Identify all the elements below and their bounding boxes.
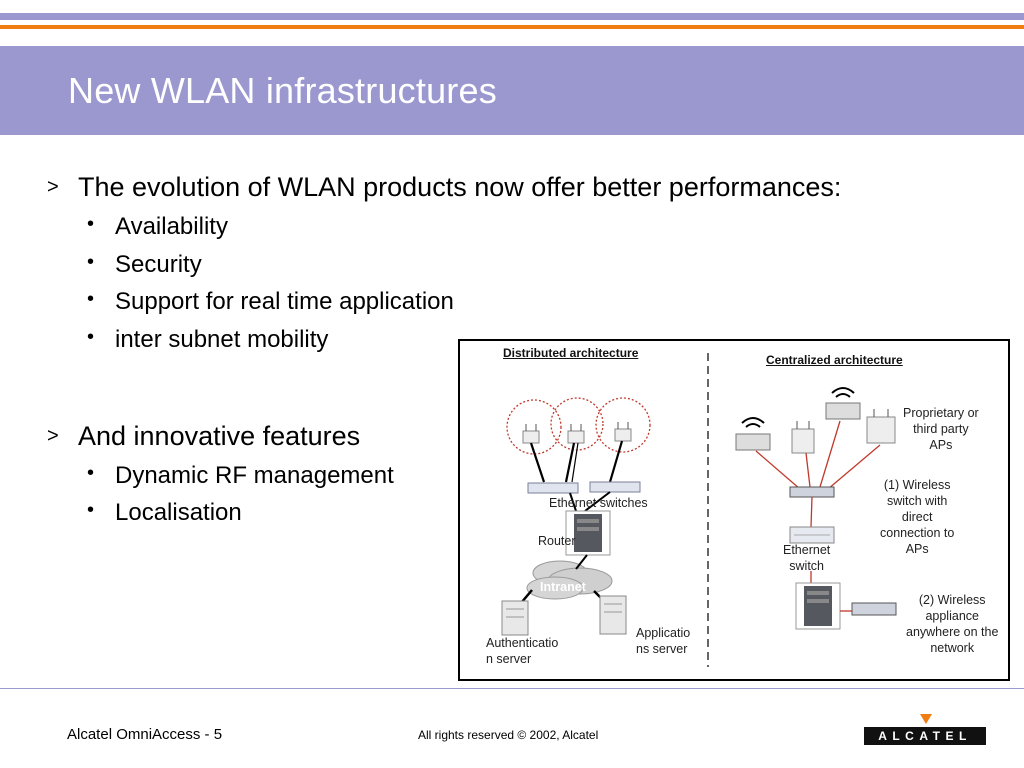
logo-text: ALCATEL xyxy=(864,727,986,745)
logo-marker-icon xyxy=(920,714,932,724)
sub-bullet: • Security xyxy=(87,251,202,279)
app-server-label: Applicatio ns server xyxy=(636,626,691,656)
link-line xyxy=(608,440,624,483)
bullet-dot: • xyxy=(87,462,95,484)
link-line xyxy=(805,452,811,488)
server-rack-icon xyxy=(501,600,529,636)
header-stripe xyxy=(0,13,1024,20)
footer-rule xyxy=(0,688,1024,689)
bullet-dot: • xyxy=(87,288,95,310)
link-line xyxy=(575,554,588,570)
switch-icon xyxy=(851,602,897,616)
switch-icon xyxy=(789,486,835,498)
access-point-icon xyxy=(825,387,861,420)
access-point-icon xyxy=(735,417,771,451)
centralized-heading: Centralized architecture xyxy=(766,353,903,367)
wireless-appliance-label: (2) Wireless appliance anywhere on the n… xyxy=(906,593,999,655)
link-line xyxy=(810,496,813,528)
sub-bullet-text: Localisation xyxy=(115,499,242,526)
header-accent-stripe xyxy=(0,25,1024,29)
sub-bullet: • Availability xyxy=(87,213,228,241)
intranet-label: Intranet xyxy=(540,580,586,594)
switch-icon xyxy=(789,526,835,544)
bullet-marker: > xyxy=(47,176,59,198)
link-line xyxy=(827,444,881,490)
sub-bullet: • inter subnet mobility xyxy=(87,326,329,354)
footer-copyright: All rights reserved © 2002, Alcatel xyxy=(418,728,599,742)
architecture-diagram: Distributed architecture Centralized arc… xyxy=(458,339,1010,681)
cloud-icon xyxy=(526,560,613,600)
bullet-text: The evolution of WLAN products now offer… xyxy=(78,172,842,202)
sub-bullet: • Localisation xyxy=(87,499,242,527)
bullet-dot: • xyxy=(87,251,95,273)
link-line xyxy=(569,492,577,512)
sub-bullet-text: Security xyxy=(115,251,202,278)
sub-bullet: • Support for real time application xyxy=(87,288,454,316)
alcatel-logo-icon: ALCATEL xyxy=(864,712,986,746)
link-line xyxy=(584,491,611,512)
bullet-dot: • xyxy=(87,326,95,348)
page-title: New WLAN infrastructures xyxy=(68,70,497,111)
server-rack-icon xyxy=(795,582,841,630)
link-line xyxy=(819,420,841,488)
bullet-text: And innovative features xyxy=(78,421,361,451)
access-point-icon xyxy=(522,424,540,444)
sub-bullet-text: Dynamic RF management xyxy=(115,462,394,489)
footer-slide-label: Alcatel OmniAccess - 5 xyxy=(67,726,223,743)
diagram-canvas xyxy=(501,353,897,667)
ethernet-switches-label: Ethernet switches xyxy=(549,496,648,510)
wireless-switch-label: (1) Wireless switch with direct connecti… xyxy=(880,478,955,556)
access-point-icon xyxy=(791,421,815,454)
ethernet-switch-label: Ethernet switch xyxy=(783,543,831,573)
router-label: Router xyxy=(538,534,576,548)
sub-bullet-text: Support for real time application xyxy=(115,288,454,315)
coverage-circle xyxy=(595,397,651,453)
title-band xyxy=(0,46,1024,135)
sub-bullet-text: inter subnet mobility xyxy=(115,326,329,353)
auth-server-label: Authenticatio n server xyxy=(486,636,559,666)
access-point-icon xyxy=(866,409,896,444)
link-line xyxy=(529,442,546,483)
bullet-marker: > xyxy=(47,425,59,447)
sub-bullet-text: Availability xyxy=(115,213,228,240)
aps-label: Proprietary or third party APs xyxy=(903,406,979,452)
bullet-dot: • xyxy=(87,213,95,235)
link-line xyxy=(571,442,579,483)
coverage-circle xyxy=(506,399,562,455)
server-rack-icon xyxy=(565,510,611,556)
access-point-icon xyxy=(567,424,585,444)
link-line xyxy=(755,450,801,490)
bullet-main-1: > The evolution of WLAN products now off… xyxy=(47,172,842,203)
sub-bullet: • Dynamic RF management xyxy=(87,462,394,490)
server-rack-icon xyxy=(599,595,627,635)
access-point-icon xyxy=(614,422,632,442)
switch-icon xyxy=(527,481,641,494)
link-line xyxy=(564,442,576,483)
bullet-dot: • xyxy=(87,499,95,521)
bullet-main-2: > And innovative features xyxy=(47,421,361,452)
distributed-heading: Distributed architecture xyxy=(503,346,639,360)
